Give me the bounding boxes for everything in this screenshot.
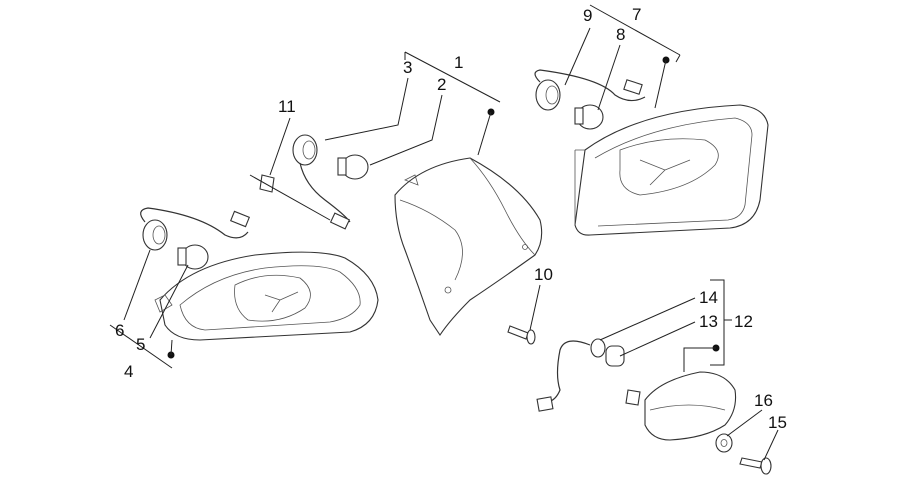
- bulb-left: [177, 244, 209, 270]
- callout-4: 4: [124, 362, 133, 381]
- socket-wire-left: [140, 207, 251, 251]
- right-rear-light: [574, 104, 769, 236]
- center-cover: [394, 157, 543, 336]
- callout-15: 15: [768, 413, 787, 432]
- plate-light: [644, 371, 737, 441]
- callout-16: 16: [754, 391, 773, 410]
- callout-3: 3: [403, 58, 412, 77]
- callout-1: 1: [454, 53, 463, 72]
- callout-2: 2: [437, 75, 446, 94]
- callout-5: 5: [136, 335, 145, 354]
- screw-10: [507, 325, 536, 345]
- callout-11: 11: [278, 97, 296, 116]
- bulb-right: [574, 104, 604, 130]
- washer-16: [715, 433, 733, 453]
- bulb-center: [337, 154, 369, 180]
- callout-14: 14: [699, 288, 718, 307]
- screw-15: [739, 457, 772, 475]
- plate-light-clip: [625, 389, 641, 406]
- plate-socket-wire: [536, 338, 606, 412]
- left-rear-light: [154, 251, 379, 341]
- callout-13: 13: [699, 312, 718, 331]
- callout-10: 10: [534, 265, 553, 284]
- leader-lines: [109, 4, 779, 461]
- callout-8: 8: [616, 25, 625, 44]
- callout-9: 9: [583, 6, 592, 25]
- callout-7: 7: [632, 5, 641, 24]
- callout-12: 12: [734, 312, 753, 331]
- clip-11: [259, 174, 275, 193]
- socket-wire-center: [292, 134, 351, 230]
- plate-bulb: [605, 345, 625, 367]
- socket-wire-right: [534, 69, 646, 111]
- callout-6: 6: [115, 321, 124, 340]
